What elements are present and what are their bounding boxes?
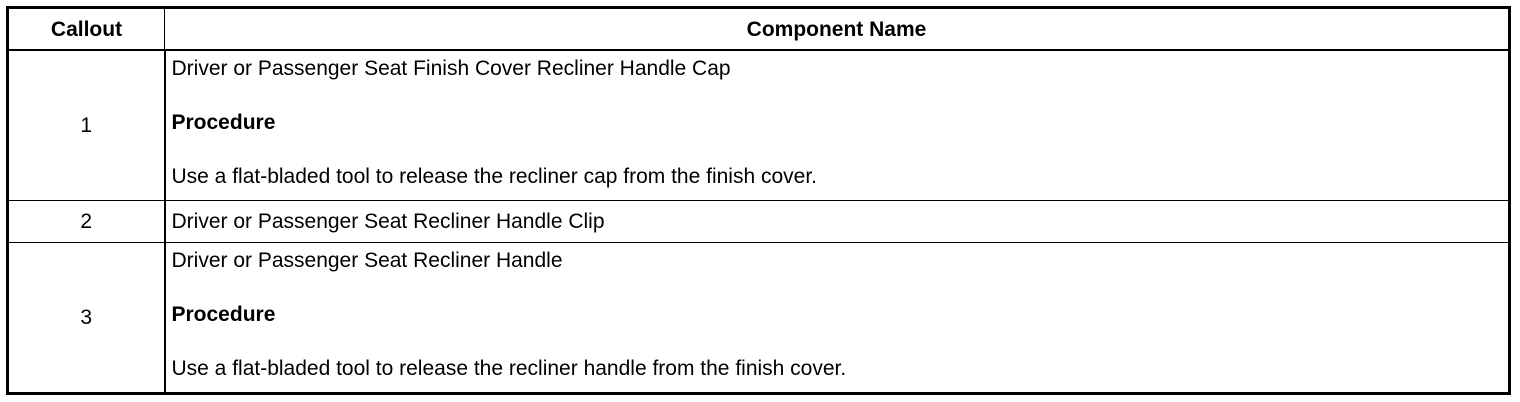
callout-table: Callout Component Name 1 Driver or Passe…: [6, 6, 1511, 395]
table-header-row: Callout Component Name: [7, 7, 1510, 51]
component-name: Driver or Passenger Seat Finish Cover Re…: [171, 57, 731, 80]
procedure-text: Use a flat-bladed tool to release the re…: [171, 357, 847, 381]
callout-column-header: Callout: [7, 7, 165, 51]
component-cell: Driver or Passenger Seat Recliner Handle…: [164, 242, 1510, 394]
callout-number: 1: [7, 49, 166, 202]
component-cell: Driver or Passenger Seat Finish Cover Re…: [164, 49, 1510, 202]
table-row: 2 Driver or Passenger Seat Recliner Hand…: [7, 200, 1510, 244]
procedure-text: Use a flat-bladed tool to release the re…: [171, 165, 818, 188]
component-name-column-header: Component Name: [164, 7, 1510, 51]
component-cell: Driver or Passenger Seat Recliner Handle…: [164, 200, 1510, 244]
callout-number: 2: [7, 200, 166, 244]
document-page: Callout Component Name 1 Driver or Passe…: [6, 6, 1511, 395]
callout-number: 3: [7, 242, 166, 394]
procedure-label: Procedure: [171, 111, 276, 134]
table-row: 3 Driver or Passenger Seat Recliner Hand…: [7, 242, 1510, 394]
table-row: 1 Driver or Passenger Seat Finish Cover …: [7, 49, 1510, 202]
component-name: Driver or Passenger Seat Recliner Handle: [171, 249, 563, 273]
component-name: Driver or Passenger Seat Recliner Handle…: [171, 210, 605, 234]
procedure-label: Procedure: [171, 303, 276, 327]
